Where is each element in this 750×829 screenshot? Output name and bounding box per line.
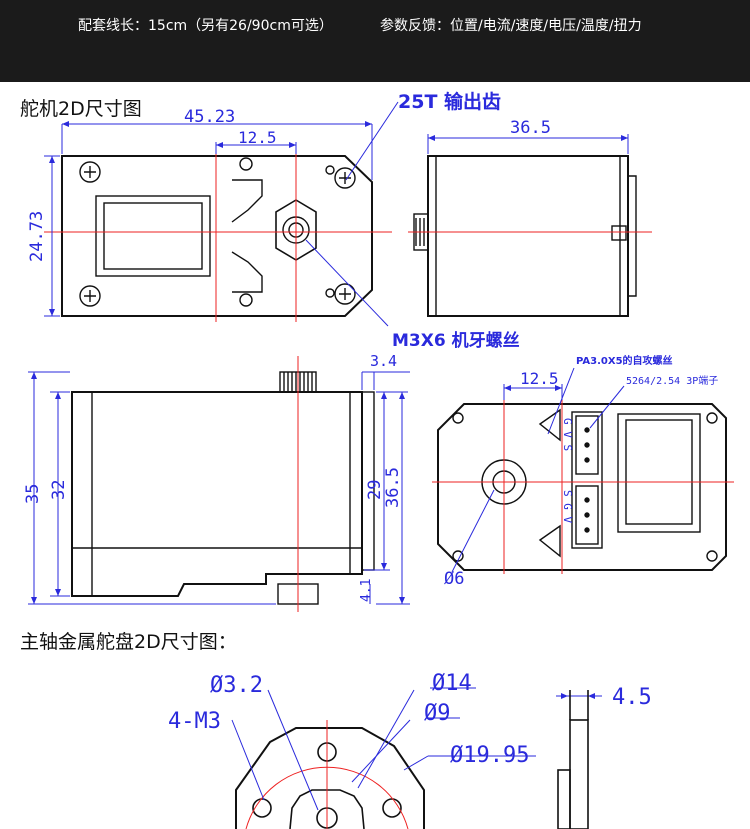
- servo-top-view: [61, 155, 373, 317]
- side-length-label: 36.5: [510, 118, 551, 138]
- outer-dia-label: Ø14: [432, 671, 472, 696]
- total-height-label: 35: [23, 484, 43, 504]
- top-width-label: 45.23: [184, 107, 235, 127]
- horn-side-view: [557, 690, 589, 829]
- pins-bottom-label: S G V: [561, 490, 574, 523]
- connector-note: 5264/2.54 3P端子: [626, 374, 718, 387]
- thickness-label: 4.5: [612, 685, 652, 710]
- feedback-spec: 参数反馈：位置/电流/速度/电压/温度/扭力: [380, 18, 642, 34]
- gear-height-label: 3.4: [370, 352, 397, 370]
- mount-height-label: 29: [365, 480, 385, 500]
- case-height-label: 36.5: [383, 467, 403, 508]
- bottom-step-label: 4.1: [359, 579, 374, 602]
- top-shaft-offset-label: 12.5: [238, 128, 277, 147]
- tap-screw-note: PA3.0X5的自攻螺丝: [576, 354, 673, 367]
- horn-2d-title: 主轴金属舵盘2D尺寸图：: [20, 631, 237, 653]
- top-view-centerlines: [44, 150, 392, 322]
- servo-side-view: [413, 155, 637, 317]
- output-gear-note: 25T 输出齿: [398, 90, 501, 113]
- pitch-dia-label: Ø9: [424, 701, 451, 726]
- top-height-label: 24.73: [27, 211, 47, 262]
- tapped-holes-label: 4-M3: [168, 709, 221, 734]
- servo-front-view: [71, 371, 375, 605]
- spec-banner: 配套线长：15cm（另有26/90cm可选） 参数反馈：位置/电流/速度/电压/…: [0, 0, 750, 82]
- servo-bottom-view: [437, 403, 727, 571]
- pins-top-label: G V S: [561, 418, 574, 451]
- bore-label: Ø6: [444, 569, 464, 589]
- hole-dia-label: Ø3.2: [210, 673, 263, 698]
- screw-note: M3X6 机牙螺丝: [392, 330, 520, 351]
- bottom-shaft-offset-label: 12.5: [520, 369, 559, 388]
- body-height-label: 32: [49, 480, 69, 500]
- flange-dia-label: Ø19.95: [450, 743, 529, 768]
- servo-2d-title: 舵机2D尺寸图: [20, 98, 142, 120]
- horn-front-view: [235, 727, 425, 829]
- cable-length-spec: 配套线长：15cm（另有26/90cm可选）: [78, 18, 333, 34]
